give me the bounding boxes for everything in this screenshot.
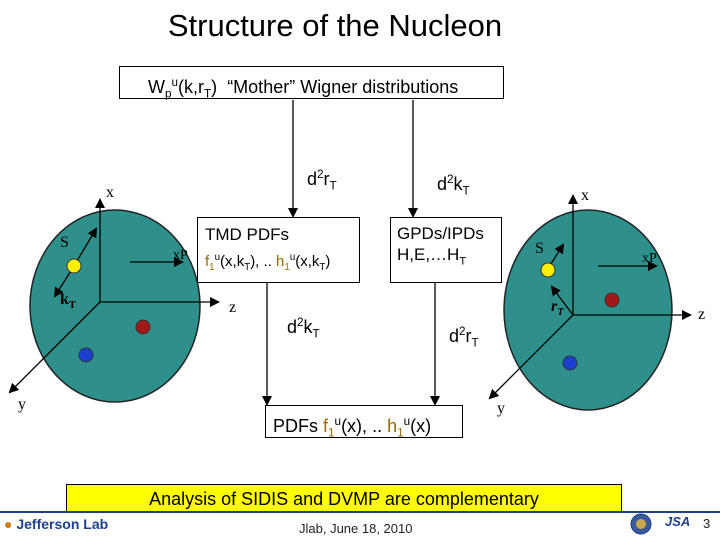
left-nucleon-sphere (30, 210, 200, 402)
tmd-heading: TMD PDFs (205, 224, 359, 245)
left-y-axis-label: y (18, 396, 26, 414)
edge-label-d2rt-bottom: d2rT (449, 325, 479, 350)
left-xp-label: xP (173, 248, 188, 264)
right-nucleon-diagram (490, 196, 690, 410)
tmd-functions: f1u(x,kT), .. h1u(x,kT) (205, 247, 359, 278)
yellow-quark (541, 263, 555, 277)
blue-quark (79, 348, 93, 362)
right-y-axis-label: y (497, 400, 505, 418)
red-quark (136, 320, 150, 334)
tmd-pdfs-box: TMD PDFs f1u(x,kT), .. h1u(x,kT) (197, 217, 360, 283)
red-quark (605, 293, 619, 307)
gpd-functions: H,E,…HT (397, 244, 501, 272)
edge-label-d2rt-top: d2rT (307, 168, 337, 193)
edge-label-d2kt-bottom: d2kT (287, 316, 320, 341)
footer-date: Jlab, June 18, 2010 (299, 521, 412, 536)
yellow-quark (67, 259, 81, 273)
left-z-axis-label: z (229, 299, 236, 317)
gpd-heading: GPDs/IPDs (397, 223, 501, 244)
doe-seal-icon (630, 513, 652, 535)
left-nucleon-diagram (10, 200, 218, 402)
right-z-axis-label: z (698, 306, 705, 324)
blue-quark (563, 356, 577, 370)
right-rt-label: rT (551, 298, 564, 318)
jefferson-lab-logo: ● Jefferson Lab (4, 516, 108, 532)
right-spin-label: S (535, 240, 544, 258)
pdfs-box: PDFs f1u(x), .. h1u(x) (265, 405, 463, 438)
right-nucleon-sphere (504, 210, 672, 410)
gpds-ipds-box: GPDs/IPDs H,E,…HT (390, 217, 502, 283)
left-kt-label: kT (60, 291, 76, 311)
analysis-banner: Analysis of SIDIS and DVMP are complemen… (66, 484, 622, 513)
jsa-logo: JSA (665, 514, 690, 529)
right-xp-label: xP (642, 251, 657, 267)
edge-label-d2kt-top: d2kT (437, 173, 470, 198)
logo-mark-icon: ● (4, 516, 12, 532)
left-spin-label: S (60, 234, 69, 252)
right-x-axis-label: x (581, 187, 589, 205)
footer-rule (0, 511, 720, 513)
page-number: 3 (703, 516, 710, 531)
left-x-axis-label: x (106, 184, 114, 202)
